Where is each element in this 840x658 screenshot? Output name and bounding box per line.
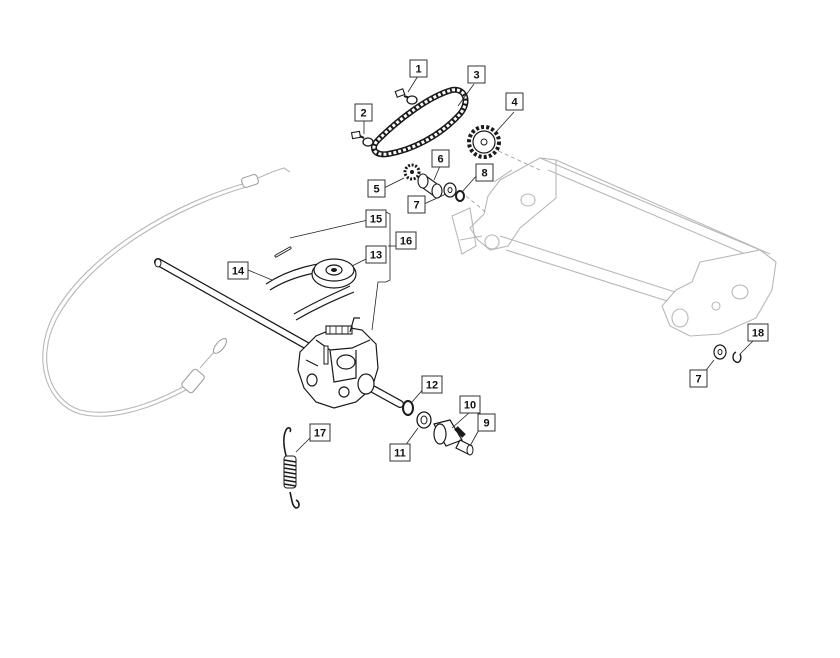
callout-15: 15 [365, 209, 387, 228]
group-bracket [371, 211, 396, 331]
svg-text:5: 5 [373, 184, 379, 196]
callout-7-right: 7 [689, 369, 708, 388]
callout-8: 8 [475, 163, 494, 182]
svg-text:18: 18 [752, 328, 764, 340]
pin [274, 246, 292, 258]
callout-7-left: 7 [407, 195, 426, 214]
callout-10: 10 [459, 395, 481, 414]
bolt-2 [350, 130, 374, 147]
svg-text:2: 2 [360, 108, 366, 120]
callout-13: 13 [365, 245, 387, 264]
callout-11: 11 [389, 443, 411, 462]
pulley-and-belt [265, 258, 357, 321]
svg-text:3: 3 [473, 70, 479, 82]
svg-text:16: 16 [400, 236, 412, 248]
spacer-and-washers [417, 173, 465, 202]
svg-text:15: 15 [370, 214, 382, 226]
svg-text:17: 17 [314, 428, 326, 440]
gearbox [297, 317, 379, 409]
tension-spring [283, 427, 300, 509]
svg-text:6: 6 [437, 154, 443, 166]
callout-4: 4 [505, 92, 524, 111]
svg-text:9: 9 [483, 418, 489, 430]
callout-14: 14 [227, 261, 249, 280]
callout-1: 1 [409, 59, 428, 78]
svg-text:1: 1 [415, 64, 421, 76]
callout-5: 5 [367, 179, 386, 198]
bolt-1 [394, 88, 418, 105]
right-washer-and-clip [713, 344, 742, 364]
callout-6: 6 [431, 149, 450, 168]
drive-chain [370, 86, 469, 158]
svg-text:7: 7 [413, 200, 419, 212]
svg-text:13: 13 [370, 250, 382, 262]
small-sprocket [403, 163, 421, 181]
large-sprocket [467, 125, 501, 159]
svg-text:8: 8 [481, 168, 487, 180]
throttle-cable [42, 167, 291, 417]
callout-3: 3 [467, 65, 486, 84]
svg-text:14: 14 [232, 266, 245, 278]
svg-text:7: 7 [695, 374, 701, 386]
callout-16: 16 [395, 231, 417, 250]
callout-9: 9 [477, 413, 496, 432]
svg-text:4: 4 [511, 97, 518, 109]
callout-18: 18 [747, 323, 769, 342]
svg-text:11: 11 [394, 448, 406, 460]
svg-text:10: 10 [464, 400, 476, 412]
shaft-end-parts [402, 400, 474, 456]
callout-2: 2 [354, 103, 373, 122]
svg-text:12: 12 [426, 380, 438, 392]
callout-12: 12 [421, 375, 443, 394]
roller-frame [451, 147, 777, 337]
callout-17: 17 [309, 423, 331, 442]
